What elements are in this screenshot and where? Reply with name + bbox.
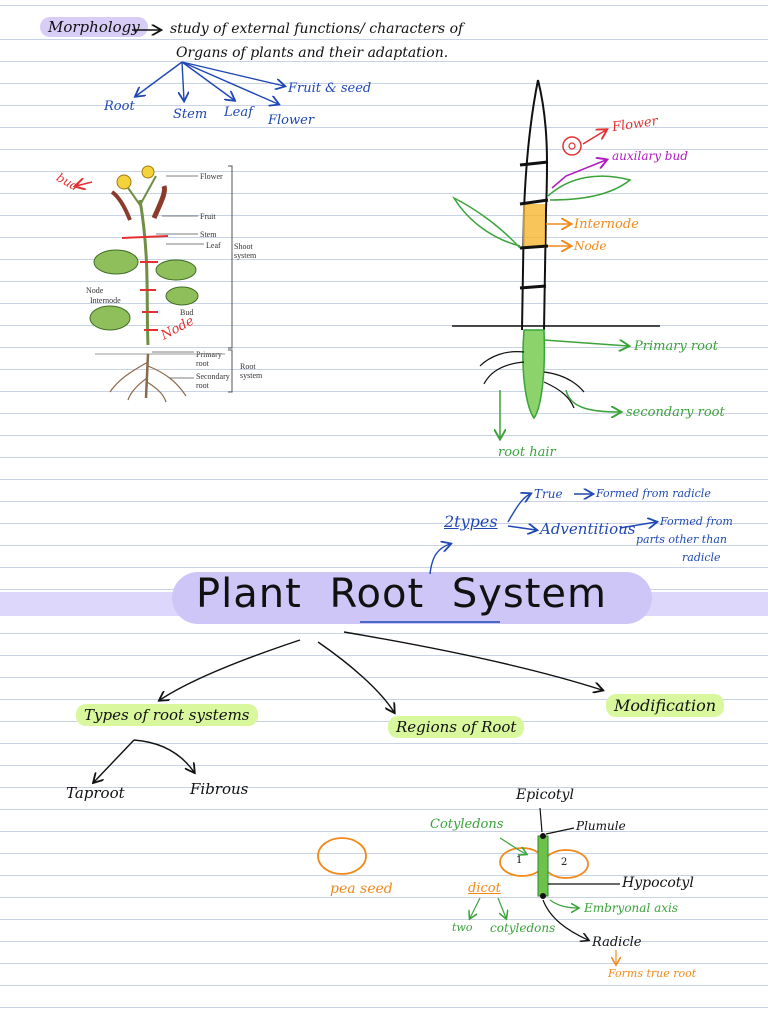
root-types-arrows: [360, 494, 656, 623]
type-true-desc: Formed from radicle: [596, 487, 711, 500]
drawn-label-node: Node: [574, 239, 607, 253]
drawn-label-root-hair: root hair: [498, 445, 556, 460]
type-adventitious-desc-1: Formed from: [660, 515, 733, 528]
organ-stem: Stem: [173, 107, 208, 122]
type-adventitious-desc-2: parts other than: [636, 533, 727, 546]
cotyledon-number-1: 1: [516, 855, 523, 866]
fig-label-root-system: Root system: [240, 362, 263, 380]
title-word-root: Root: [329, 571, 425, 617]
forms-true-root-label: Forms true root: [608, 967, 697, 980]
page-title: Plant Root System: [196, 574, 607, 614]
branch-modification-highlight: Modification: [606, 694, 725, 717]
cotyledon-number-2: 2: [561, 857, 568, 868]
embryonal-axis-label: Embryonal axis: [584, 901, 679, 915]
organ-fruit-seed: Fruit & seed: [288, 81, 372, 96]
fig-label-fruit: Fruit: [200, 212, 216, 221]
dicot-label: dicot: [468, 881, 501, 896]
drawn-label-primary-root: Primary root: [634, 339, 718, 354]
drawn-label-secondary-root: secondary root: [626, 405, 725, 420]
title-word-system: System: [451, 571, 608, 617]
fig-label-bud: Bud: [180, 308, 194, 317]
fig-label-leaf: Leaf: [206, 241, 221, 250]
organ-root: Root: [104, 99, 135, 114]
hypocotyl-label: Hypocotyl: [622, 875, 694, 891]
definition-line-2: Organs of plants and their adaptation.: [176, 45, 449, 61]
fig-label-node: Node: [86, 286, 104, 295]
morphology-term: Morphology: [40, 17, 148, 37]
drawn-label-auxilary-bud: auxilary bud: [612, 149, 688, 163]
pea-seed-label: pea seed: [330, 881, 393, 897]
header-arrows: [132, 30, 284, 104]
definition-line-1: study of external functions/ characters …: [170, 21, 464, 37]
organ-flower: Flower: [268, 113, 315, 128]
type-adventitious-desc-3: radicle: [682, 551, 721, 564]
type-true: True: [534, 487, 563, 501]
cotyledons-label: Cotyledons: [430, 817, 504, 832]
two-types: 2types: [444, 512, 498, 531]
subtype-fibrous: Fibrous: [190, 780, 249, 798]
drawn-plant-illustration: [451, 79, 660, 438]
branch-types-highlight: Types of root systems: [76, 704, 258, 726]
branch-types-of-root-systems: Types of root systems: [76, 704, 258, 726]
plumule-label: Plumule: [576, 819, 626, 833]
epicotyl-label: Epicotyl: [516, 787, 574, 803]
cotyledons-small-label: cotyledons: [490, 921, 556, 935]
branch-modification: Modification: [606, 694, 725, 717]
textbook-plant-illustration: [76, 165, 233, 403]
organ-leaf: Leaf: [224, 105, 253, 120]
drawn-label-internode: Internode: [574, 217, 639, 232]
branch-regions-of-root: Regions of Root: [388, 716, 525, 738]
main-branch-arrows: [94, 631, 602, 782]
fig-label-flower: Flower: [200, 172, 223, 181]
fig-label-secondary-root: Secondary root: [196, 372, 230, 390]
title-word-plant: Plant: [196, 571, 302, 617]
fig-label-internode: Internode: [90, 296, 121, 305]
radicle-label: Radicle: [592, 935, 642, 950]
two-label: two: [452, 921, 473, 934]
subtype-taproot: Taproot: [66, 784, 125, 802]
title-highlight-pill: [172, 572, 652, 624]
type-adventitious: Adventitious: [540, 520, 636, 538]
fig-label-shoot-system: Shoot system: [234, 242, 257, 260]
morphology-highlight: Morphology: [40, 17, 148, 37]
seed-drawings: [317, 807, 620, 964]
branch-regions-highlight: Regions of Root: [388, 716, 525, 738]
fig-label-stem: Stem: [200, 230, 217, 239]
